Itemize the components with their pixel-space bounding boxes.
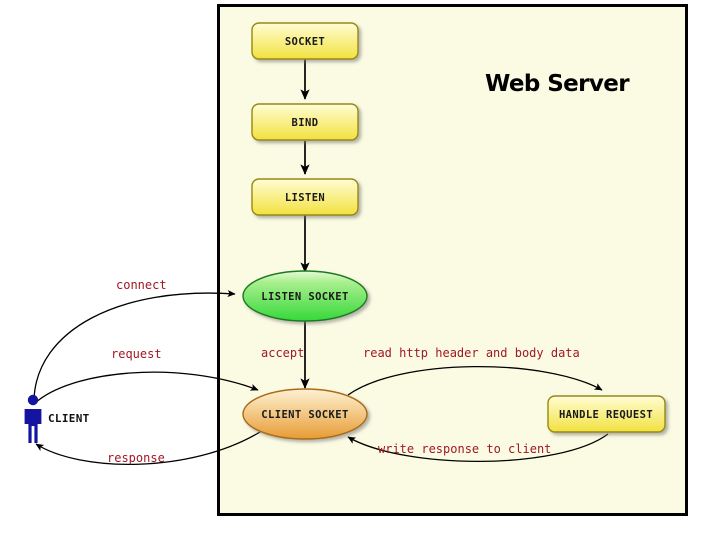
edge-label-connect: connect xyxy=(116,278,167,292)
edge-layer xyxy=(33,59,609,465)
edge-label-request: request xyxy=(111,347,162,361)
node-client-socket[interactable]: CLIENT SOCKET xyxy=(242,388,368,440)
node-listen-label: LISTEN xyxy=(285,192,325,204)
node-listen-socket-label: LISTEN SOCKET xyxy=(261,291,348,303)
node-client-socket-label: CLIENT SOCKET xyxy=(261,409,348,421)
node-handle-request-label: HANDLE REQUEST xyxy=(559,409,653,421)
person-icon xyxy=(24,394,42,443)
client-actor-label: CLIENT xyxy=(48,412,90,425)
node-socket-label: SOCKET xyxy=(285,36,325,48)
edge-label-read-request: read http header and body data xyxy=(363,346,580,360)
edge-write-response xyxy=(347,433,609,463)
node-bind[interactable]: BIND xyxy=(251,103,359,141)
edge-read-request xyxy=(347,365,603,396)
node-listen[interactable]: LISTEN xyxy=(251,178,359,216)
edge-request xyxy=(33,371,259,405)
edge-label-response: response xyxy=(107,451,165,465)
edge-label-layer: connect accept request response read htt… xyxy=(107,278,580,465)
edge-connect xyxy=(33,289,236,401)
node-handle-request[interactable]: HANDLE REQUEST xyxy=(547,395,666,433)
node-bind-label: BIND xyxy=(292,117,319,129)
node-socket[interactable]: SOCKET xyxy=(251,22,359,60)
edge-label-write-response: write response to client xyxy=(378,442,551,456)
edge-label-accept: accept xyxy=(261,346,304,360)
page-title: Web Server xyxy=(485,71,630,97)
node-listen-socket[interactable]: LISTEN SOCKET xyxy=(242,270,368,322)
edge-response xyxy=(35,431,261,465)
client-actor[interactable]: CLIENT xyxy=(24,394,90,443)
